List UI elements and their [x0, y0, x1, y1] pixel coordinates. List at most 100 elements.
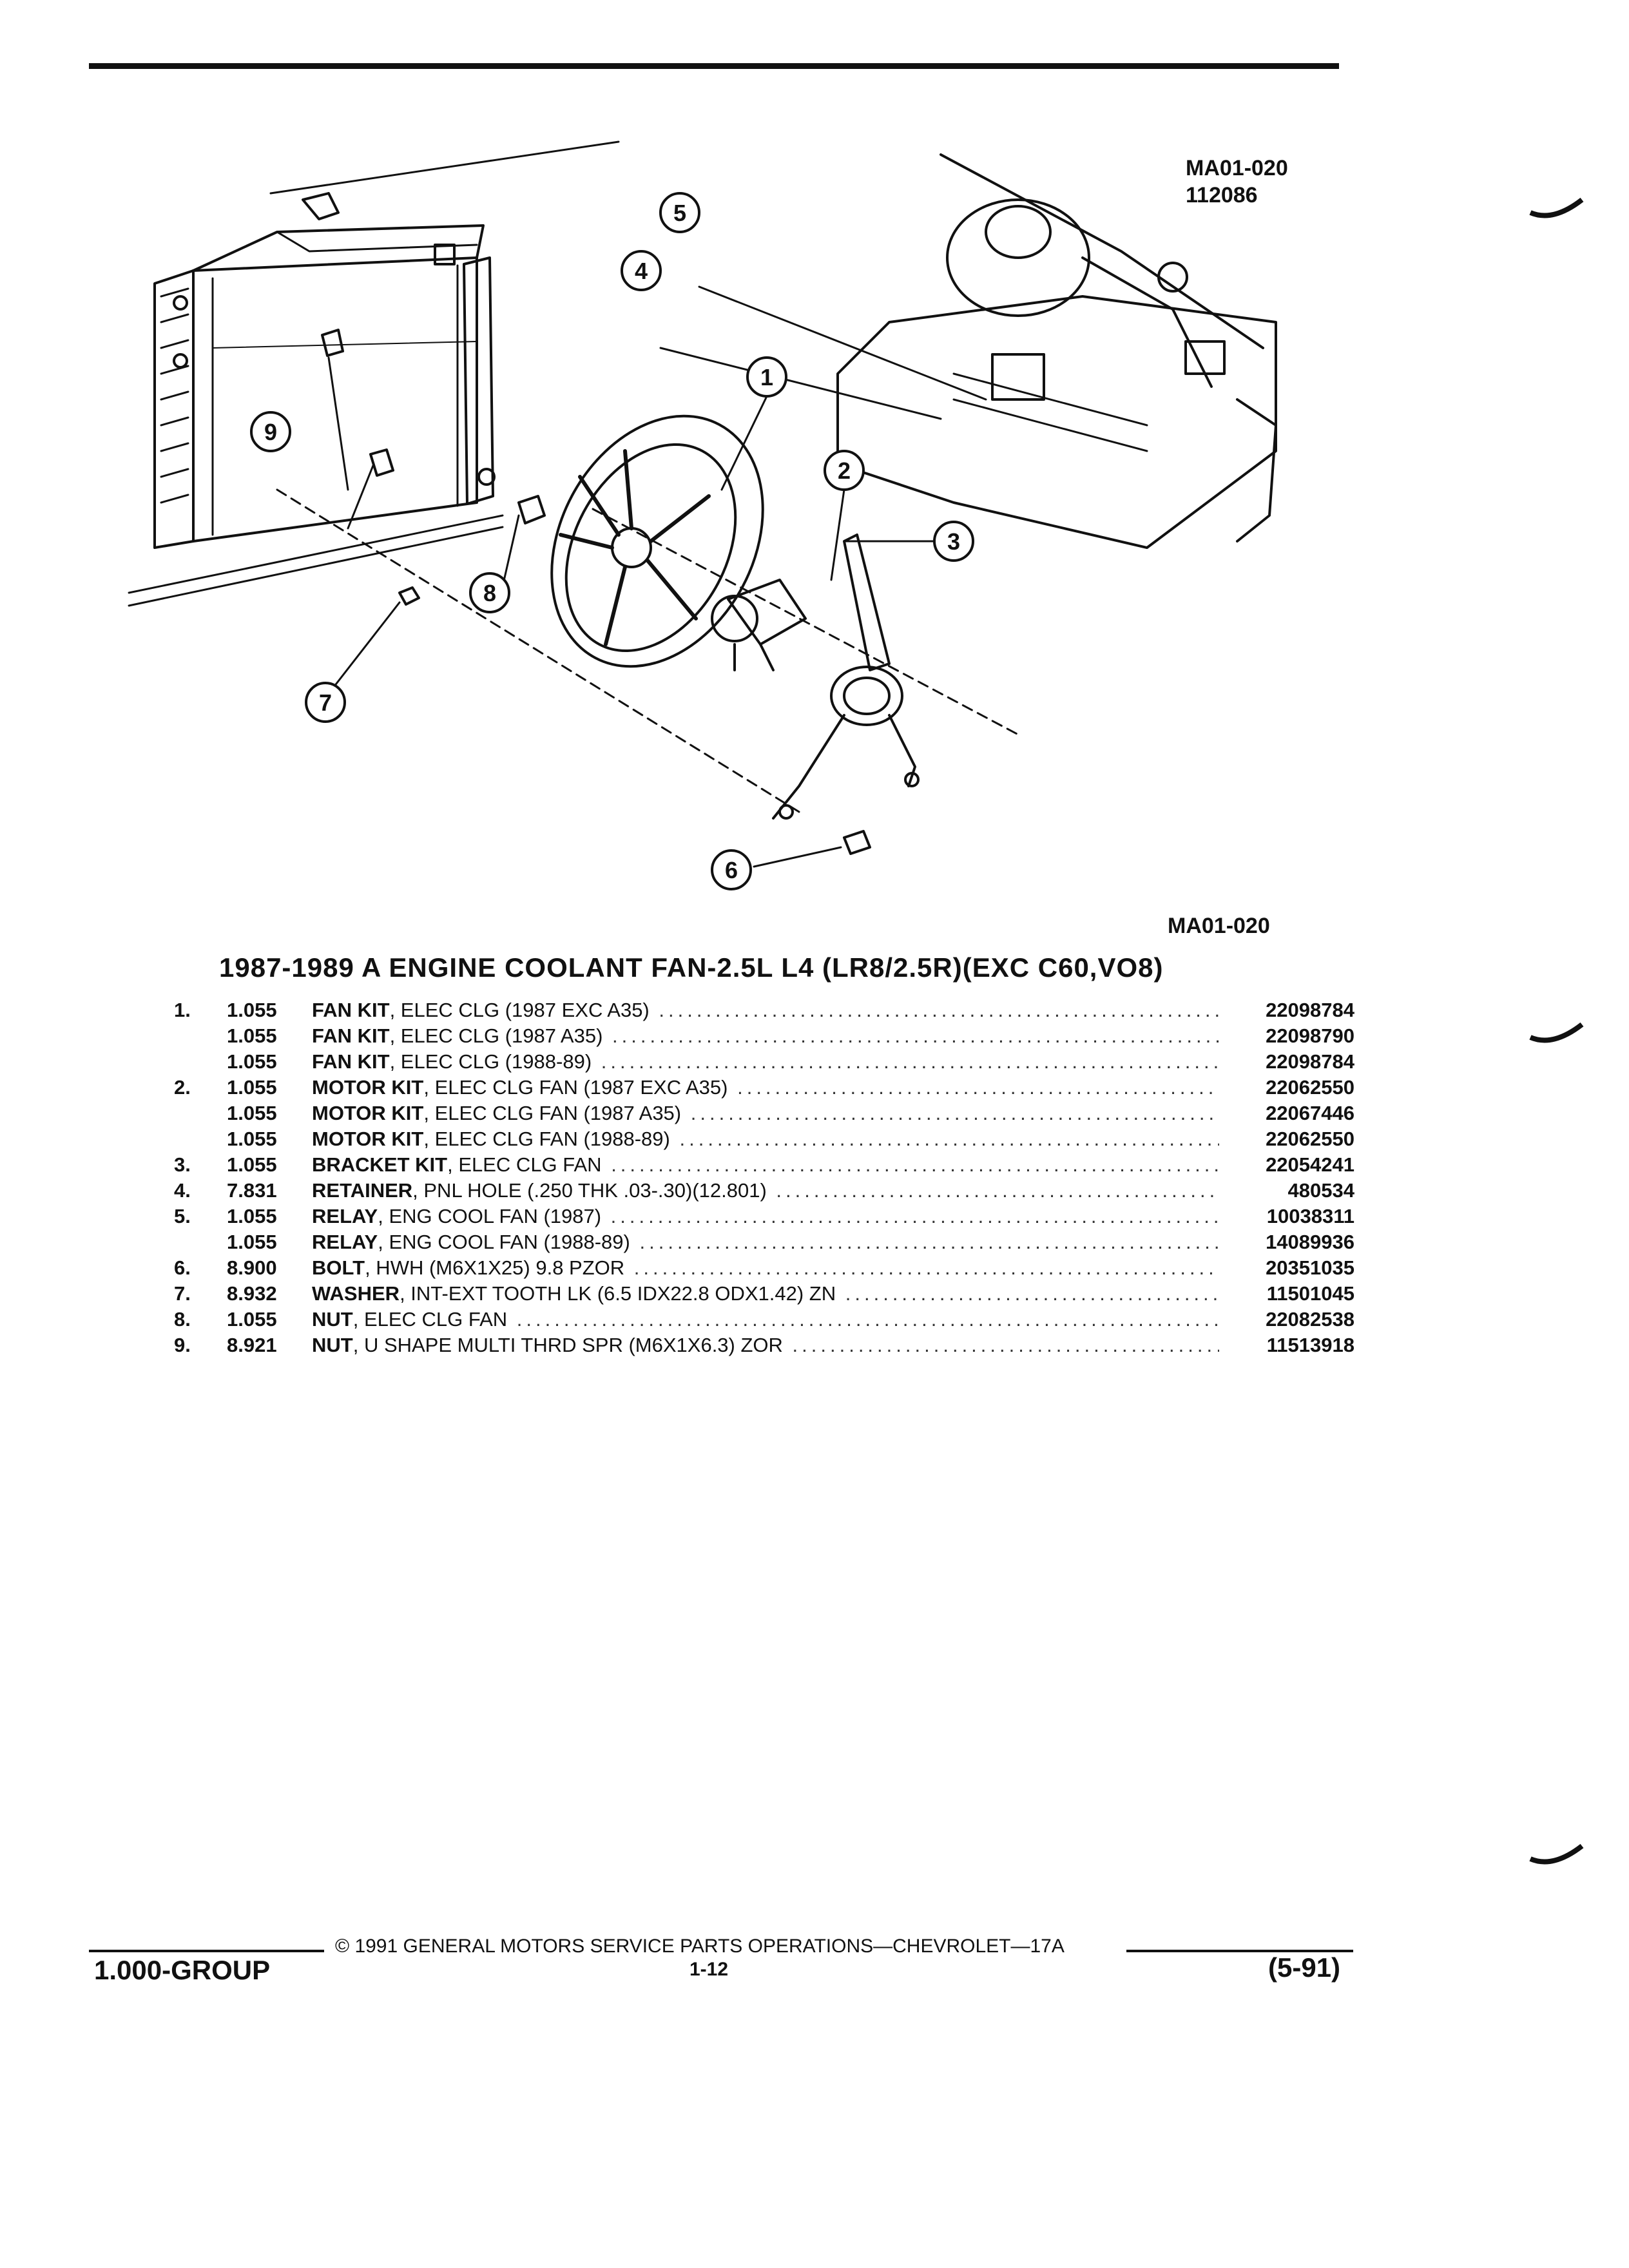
svg-text:9: 9 — [264, 419, 277, 445]
leader-dots: ........................................… — [639, 1231, 1219, 1253]
item-number: 2. — [174, 1076, 191, 1099]
leader-dots: ........................................… — [690, 1102, 1219, 1124]
diagram-ref-number: 112086 — [1186, 183, 1258, 207]
u-nut-upper — [321, 329, 344, 357]
svg-text:2: 2 — [838, 457, 851, 484]
part-detail: , ELEC CLG (1987 EXC A35) — [389, 999, 650, 1021]
part-number: 22062550 — [1266, 1128, 1354, 1150]
group-number: 8.921 — [227, 1334, 277, 1356]
u-nut-lower — [369, 448, 394, 477]
page-number: 1-12 — [689, 1959, 729, 1980]
callout-5: 5 — [659, 192, 700, 233]
svg-text:4: 4 — [635, 258, 648, 284]
leader-dots: ........................................… — [611, 1153, 1219, 1176]
group-number: 1.055 — [227, 1153, 277, 1176]
part-description: FAN KIT, ELEC CLG (1988-89) ............… — [312, 1049, 1219, 1075]
footer-rule-left — [89, 1950, 324, 1952]
leader-dots: ........................................… — [776, 1179, 1219, 1202]
part-name: MOTOR KIT — [312, 1128, 424, 1150]
callout-3: 3 — [933, 521, 974, 562]
part-description: NUT, ELEC CLG FAN ......................… — [312, 1307, 1219, 1332]
part-detail: , U SHAPE MULTI THRD SPR (M6X1X6.3) ZOR — [352, 1334, 783, 1356]
diagram-caption: MA01-020 — [1168, 914, 1270, 938]
group-number: 7.831 — [227, 1179, 277, 1202]
part-description: MOTOR KIT, ELEC CLG FAN (1988-89) ......… — [312, 1126, 1219, 1152]
part-number: 22067446 — [1266, 1102, 1354, 1124]
callout-8: 8 — [469, 572, 510, 613]
group-number: 1.055 — [227, 1205, 277, 1227]
callout-7: 7 — [305, 682, 346, 723]
group-number: 8.900 — [227, 1256, 277, 1279]
svg-text:1: 1 — [760, 364, 773, 390]
part-number: 11513918 — [1266, 1334, 1354, 1356]
item-number: 4. — [174, 1179, 191, 1202]
fan-illustration — [550, 414, 764, 668]
part-description: RELAY, ENG COOL FAN (1987) .............… — [312, 1204, 1219, 1229]
part-number: 20351035 — [1266, 1256, 1354, 1279]
revision-date: (5-91) — [1268, 1952, 1341, 1983]
part-description: BOLT, HWH (M6X1X25) 9.8 PZOR ...........… — [312, 1255, 1219, 1281]
item-number: 7. — [174, 1282, 191, 1305]
part-description: BRACKET KIT, ELEC CLG FAN ..............… — [312, 1152, 1219, 1178]
part-detail: , HWH (M6X1X25) 9.8 PZOR — [365, 1256, 625, 1279]
part-name: NUT — [312, 1334, 353, 1356]
section-title: 1987-1989 A ENGINE COOLANT FAN-2.5L L4 (… — [219, 952, 1164, 983]
binder-mark-2 — [1529, 1022, 1584, 1043]
part-name: BRACKET KIT — [312, 1153, 448, 1176]
part-name: RELAY — [312, 1231, 378, 1253]
part-description: WASHER, INT-EXT TOOTH LK (6.5 IDX22.8 OD… — [312, 1281, 1219, 1307]
parts-row: 7. 8.932 WASHER, INT-EXT TOOTH LK (6.5 IDX… — [169, 1281, 1354, 1307]
part-name: MOTOR KIT — [312, 1076, 424, 1099]
item-number: 5. — [174, 1205, 191, 1227]
leader-dots: ........................................… — [737, 1076, 1219, 1099]
part-detail: , ELEC CLG (1988-89) — [389, 1050, 592, 1073]
item-number: 6. — [174, 1256, 191, 1279]
bolt — [843, 830, 871, 855]
item-number: 1. — [174, 999, 191, 1021]
part-number: 14089936 — [1266, 1231, 1354, 1253]
part-name: RELAY — [312, 1205, 378, 1227]
callout-1: 1 — [746, 356, 787, 398]
leader-dots: ........................................… — [610, 1205, 1219, 1227]
parts-row: 9. 8.921 NUT, U SHAPE MULTI THRD SPR (M6X1… — [169, 1332, 1354, 1358]
motor-illustration — [711, 579, 807, 671]
item-number: 9. — [174, 1334, 191, 1356]
leader-dots: ........................................… — [516, 1308, 1219, 1331]
group-number: 1.055 — [227, 1102, 277, 1124]
parts-row: 6. 8.900 BOLT, HWH (M6X1X25) 9.8 PZOR ....… — [169, 1255, 1354, 1281]
diagram-ref-code: MA01-020 — [1186, 156, 1288, 180]
radiator-illustration — [128, 140, 620, 607]
group-number: 1.055 — [227, 1308, 277, 1331]
binder-mark-3 — [1529, 1843, 1584, 1865]
washer — [398, 586, 420, 606]
callout-2: 2 — [824, 450, 865, 491]
svg-text:5: 5 — [673, 200, 686, 226]
group-number: 1.055 — [227, 1076, 277, 1099]
part-number: 22098784 — [1266, 999, 1354, 1021]
part-detail: , ELEC CLG FAN — [352, 1308, 508, 1331]
leader-dots: ........................................… — [601, 1050, 1219, 1073]
callout-6: 6 — [711, 849, 752, 890]
exploded-parts-diagram: 1 2 3 4 5 6 7 8 9 — [128, 140, 1277, 890]
part-name: RETAINER — [312, 1179, 413, 1202]
group-number: 1.055 — [227, 1231, 277, 1253]
part-number: 22098790 — [1266, 1024, 1354, 1047]
group-number: 8.932 — [227, 1282, 277, 1305]
part-name: FAN KIT — [312, 1024, 390, 1047]
svg-text:3: 3 — [947, 528, 960, 555]
leader-dots: ........................................… — [792, 1334, 1219, 1356]
group-number: 1.055 — [227, 999, 277, 1021]
part-name: MOTOR KIT — [312, 1102, 424, 1124]
part-description: MOTOR KIT, ELEC CLG FAN (1987 EXC A35) .… — [312, 1075, 1219, 1100]
engine-compartment-illustration — [836, 153, 1277, 549]
footer-rule-right — [1126, 1950, 1353, 1952]
leader-dots: ........................................… — [612, 1024, 1219, 1047]
